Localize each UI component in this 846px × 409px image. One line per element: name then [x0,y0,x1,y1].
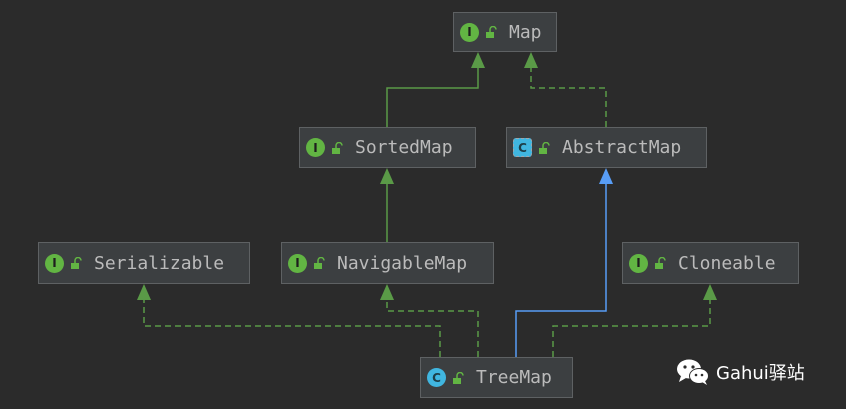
node-label: Cloneable [678,252,776,274]
wechat-icon [677,359,709,385]
unlocked-icon [332,141,343,154]
interface-icon: I [460,22,479,42]
node-label: Map [509,21,542,43]
node-serializable[interactable]: I Serializable [38,242,250,284]
unlocked-icon [71,257,82,269]
node-label: TreeMap [476,367,552,388]
class-icon: C [427,368,446,387]
arrowhead-serializable [137,284,151,300]
arrowhead-cloneable [703,284,717,300]
watermark-text: Gahui驿站 [716,363,805,384]
node-sortedmap[interactable]: I SortedMap [299,127,476,168]
node-treemap[interactable]: C TreeMap [420,357,573,398]
node-label: NavigableMap [337,252,468,274]
unlocked-icon [486,26,497,38]
node-abstractmap[interactable]: C AbstractMap [506,127,707,168]
edge-treemap-serializable [143,300,441,357]
node-label: SortedMap [355,137,453,158]
edge-treemap-cloneable [552,300,711,357]
abstract-class-icon: C [513,138,532,157]
node-cloneable[interactable]: I Cloneable [622,242,799,284]
arrowhead-map-dashed [524,52,538,68]
edge-treemap-navigablemap [386,300,479,357]
interface-icon: I [306,138,325,157]
interface-icon: I [629,253,648,273]
unlocked-icon [453,371,464,384]
node-label: Serializable [94,252,225,274]
arrowhead-abstractmap [599,168,613,184]
edge-abstractmap-map [530,68,607,127]
arrowhead-sortedmap [380,168,394,184]
interface-icon: I [45,253,64,273]
unlocked-icon [655,257,666,269]
node-label: AbstractMap [562,137,682,158]
edge-sortedmap-map [386,68,479,127]
watermark: Gahui驿站 [676,358,805,386]
interface-icon: I [288,253,307,273]
arrowhead-map-solid [471,52,485,68]
unlocked-icon [314,257,325,269]
arrowhead-navigablemap [380,284,394,300]
node-map[interactable]: I Map [453,12,557,52]
edge-treemap-abstractmap [515,184,607,357]
node-navigablemap[interactable]: I NavigableMap [281,242,494,284]
unlocked-icon [539,141,550,154]
